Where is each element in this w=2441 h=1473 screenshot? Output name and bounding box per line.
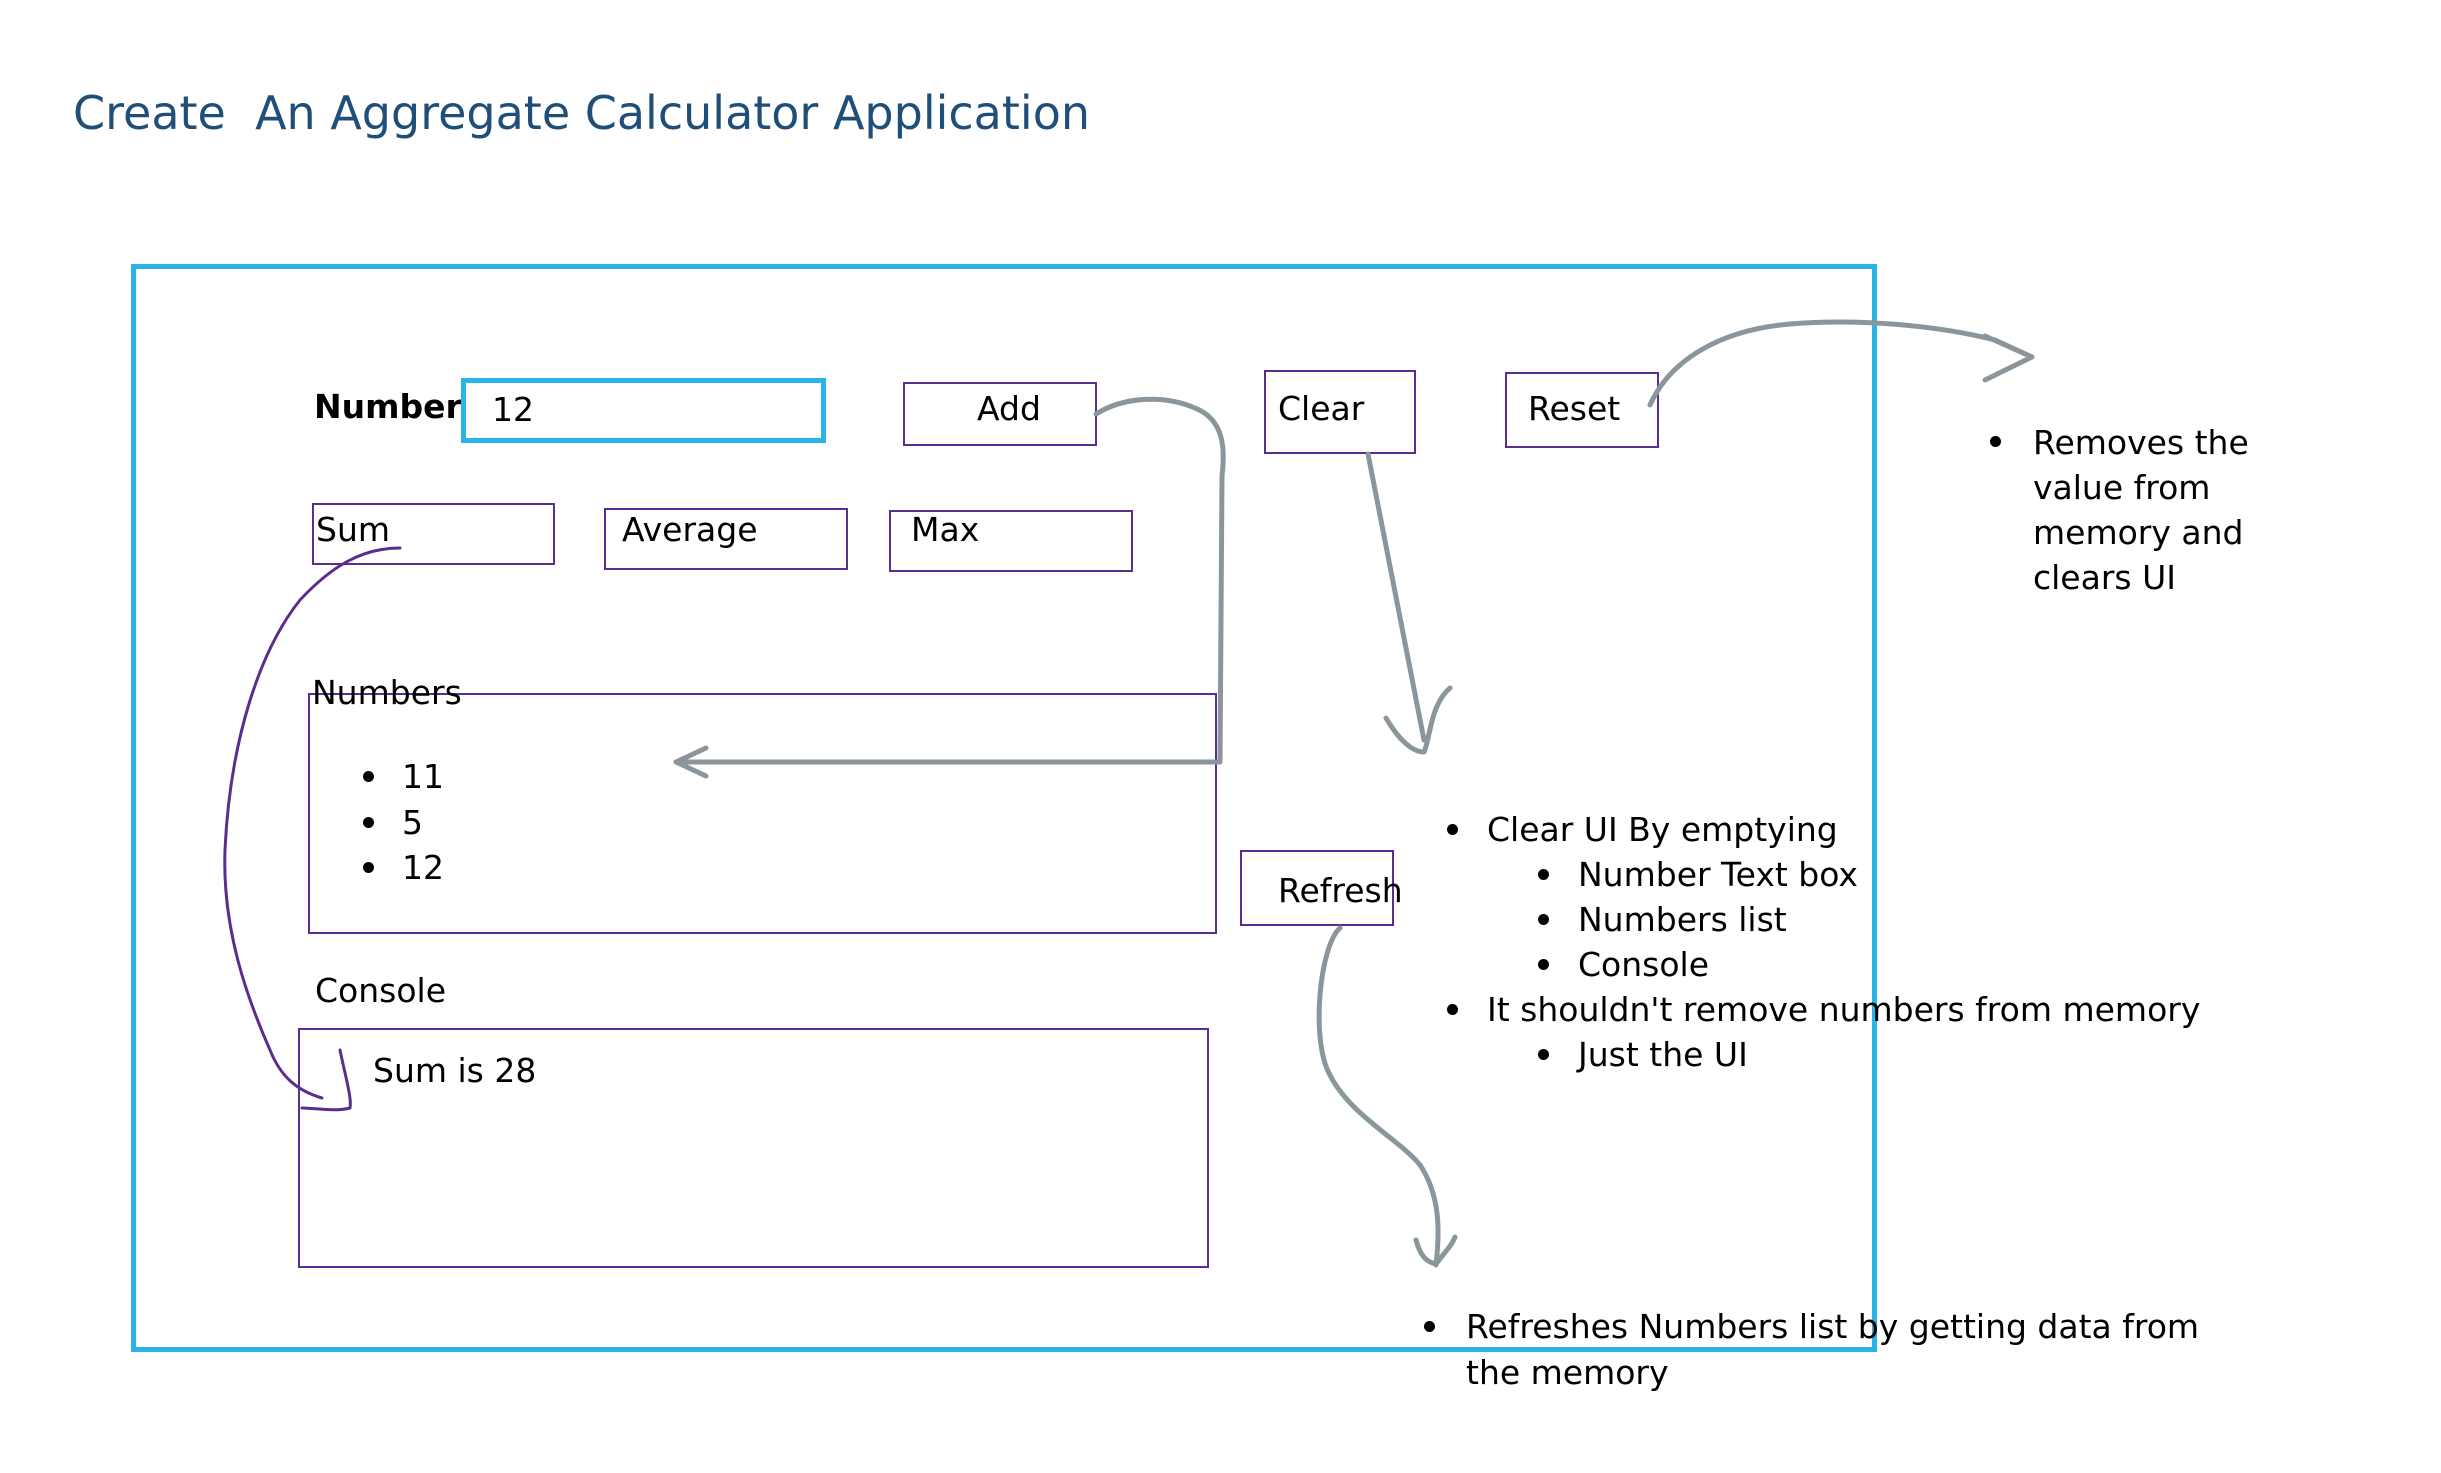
add-button[interactable]: Add — [903, 382, 1097, 446]
note-subitem: Number Text box — [1537, 858, 2200, 903]
average-button-label: Average — [622, 510, 758, 549]
number-label: Number — [314, 387, 462, 426]
add-button-label: Add — [977, 389, 1041, 428]
reset-button[interactable]: Reset — [1505, 372, 1659, 448]
note-subitem: Console — [1537, 948, 2200, 993]
reset-notes: Removes the value from memory and clears… — [1990, 420, 2273, 600]
console-output: Sum is 28 — [373, 1051, 537, 1090]
add-to-numbers-arrow — [673, 396, 1226, 765]
note-item: Refreshes Numbers list by getting data f… — [1424, 1304, 2226, 1396]
max-button[interactable]: Max — [889, 510, 1133, 572]
clear-button[interactable]: Clear — [1264, 370, 1416, 454]
clear-notes: Clear UI By emptying Number Text box Num… — [1446, 813, 2200, 1083]
reset-button-label: Reset — [1528, 389, 1621, 428]
list-item[interactable]: 12 — [363, 851, 444, 897]
refresh-button-label: Refresh — [1278, 871, 1403, 910]
console-box — [298, 1028, 1209, 1268]
note-item: Clear UI By emptying — [1446, 813, 2200, 858]
sum-button[interactable]: Sum — [312, 503, 555, 565]
sum-to-console-arrow — [223, 546, 402, 1100]
number-input[interactable]: 12 — [461, 378, 826, 443]
refresh-button[interactable]: Refresh — [1240, 850, 1403, 926]
clear-arrow-head — [1383, 685, 1453, 755]
add-arrow-head — [673, 745, 709, 779]
note-subitem: Just the UI — [1537, 1038, 2200, 1083]
note-item: Removes the value from memory and clears… — [1990, 420, 2273, 600]
console-label: Console — [315, 971, 447, 1010]
app-window-frame — [131, 264, 1877, 1352]
refresh-arrow — [1316, 925, 1441, 1268]
reset-arrow — [1647, 319, 2035, 408]
clear-arrow — [1365, 451, 1427, 743]
note-item: It shouldn't remove numbers from memory — [1446, 993, 2200, 1038]
reset-arrow-head — [1982, 333, 2035, 383]
refresh-arrow-head — [1413, 1234, 1458, 1267]
clear-button-label: Clear — [1278, 389, 1365, 428]
numbers-list[interactable] — [308, 693, 1217, 934]
average-button[interactable]: Average — [604, 508, 848, 570]
sum-button-label: Sum — [316, 510, 391, 549]
numbers-label: Numbers — [312, 673, 462, 712]
max-button-label: Max — [911, 510, 980, 549]
note-subitem: Numbers list — [1537, 903, 2200, 948]
list-item[interactable]: 11 — [363, 760, 444, 806]
refresh-notes: Refreshes Numbers list by getting data f… — [1424, 1304, 2226, 1396]
list-item[interactable]: 5 — [363, 806, 444, 852]
page-title: Create An Aggregate Calculator Applicati… — [73, 86, 1090, 140]
numbers-items: 11 5 12 — [363, 760, 444, 897]
sum-arrow-head — [300, 1048, 352, 1112]
